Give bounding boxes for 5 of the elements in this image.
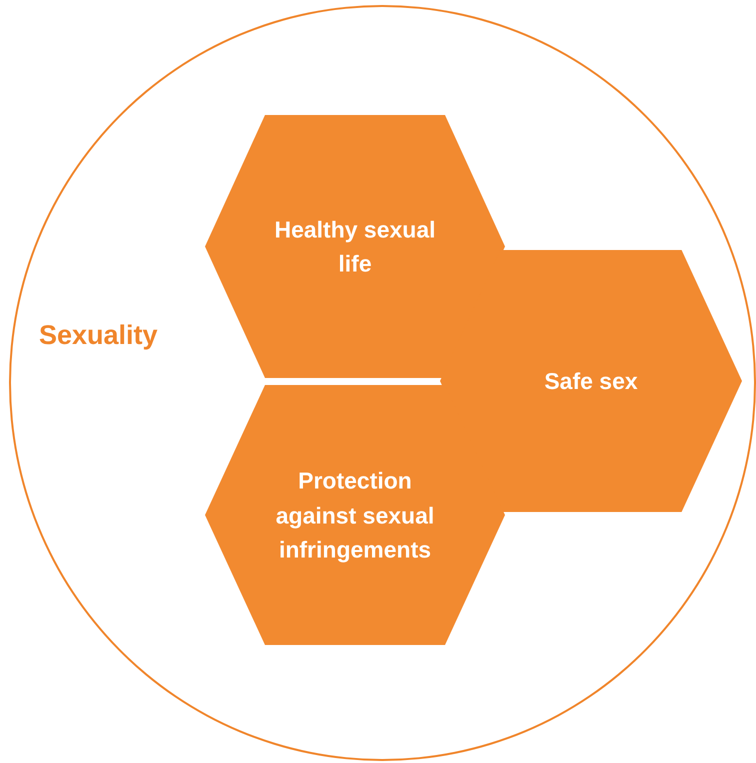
hexagon-label: Healthy sexual life <box>273 215 437 278</box>
hexagon-label: Protection against sexual infringements <box>274 466 436 564</box>
circle-outline <box>9 5 756 761</box>
circle-heading: Sexuality <box>39 320 158 351</box>
hexagon-label: Safe sex <box>543 366 639 396</box>
